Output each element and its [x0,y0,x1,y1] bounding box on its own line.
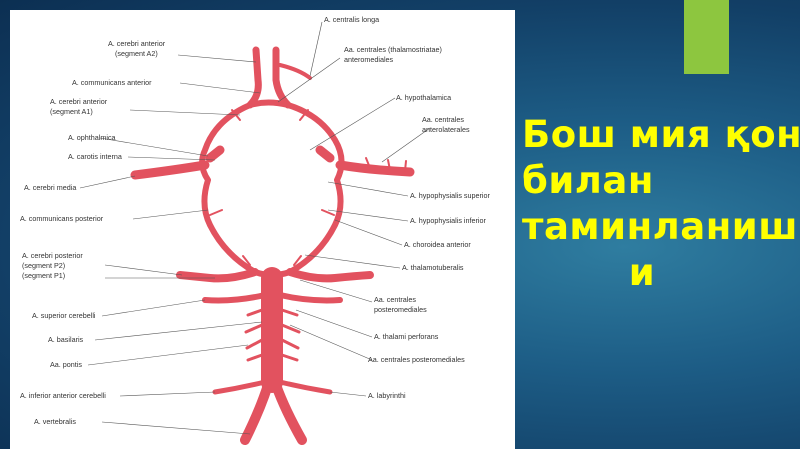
carotis-right [315,145,335,163]
label: A. labyrinthi [368,391,406,400]
posterior-right [286,268,374,283]
media-left [130,160,210,180]
label: anterolaterales [422,125,470,134]
title-line: Бош мия қон [522,113,800,156]
posterior-left [176,268,259,283]
label: Aa. centrales posteromediales [368,355,465,364]
label: A. cerebri media [24,183,76,192]
right-labels: A. centralis longa Aa. centrales (thalam… [324,15,491,400]
label: A. hypophysialis inferior [410,216,487,225]
label: (segment A1) [50,107,93,116]
label: A. cerebri anterior [108,39,166,48]
label: A. communicans anterior [72,78,152,87]
media-right [335,160,415,177]
label: A. communicans posterior [20,214,104,223]
label: posteromediales [374,305,427,314]
sup-cerebelli-right [277,292,343,304]
label: Aa. centrales [422,115,464,124]
vertebral-right [271,380,307,445]
label: A. vertebralis [34,417,76,426]
label: A. basilaris [48,335,84,344]
label: (segment P2) [22,261,65,270]
carotis-left [205,145,225,163]
accent-bar [684,0,729,74]
label: A. carotis interna [68,152,122,161]
label: A. inferior anterior cerebelli [20,391,106,400]
label: (segment A2) [115,49,158,58]
label: Aa. centrales (thalamostriatae) [344,45,442,54]
label: Aa. centrales [374,295,416,304]
slide-title: Бош мия қон билан таминланиш и [522,112,800,296]
sup-cerebelli-left [202,292,268,304]
anterior-cerebral-artery-right [272,46,292,109]
label: A. cerebri anterior [50,97,108,106]
title-line: таминланиш [522,205,798,248]
label: anteromediales [344,55,394,64]
circle-of-willis-diagram: A. cerebri anterior (segment A2) A. comm… [20,15,491,445]
vertebral-left [240,380,273,445]
label: (segment P1) [22,271,65,280]
label: A. thalami perforans [374,332,439,341]
label: Aa. pontis [50,360,82,369]
anterior-cerebral-artery-left [246,46,262,109]
label: A. cerebri posterior [22,251,83,260]
left-labels: A. cerebri anterior (segment A2) A. comm… [20,39,166,426]
title-line: билан [522,159,654,202]
inf-ant-cerebelli-right [277,379,333,395]
label: A. centralis longa [324,15,379,24]
artery-drawing [130,46,415,445]
label: A. thalamotuberalis [402,263,464,272]
label: A. superior cerebelli [32,311,96,320]
diagram-panel: A. cerebri anterior (segment A2) A. comm… [10,10,515,449]
leader-lines [79,21,431,435]
centralis-longa-branch [278,63,312,80]
title-line: и [628,251,656,294]
label: A. choroidea anterior [404,240,471,249]
label: A. hypothalamica [396,93,451,102]
inf-ant-cerebelli-left [212,379,268,395]
willis-ring [199,99,345,278]
label: A. hypophysialis superior [410,191,491,200]
label: A. ophthalmica [68,133,116,142]
